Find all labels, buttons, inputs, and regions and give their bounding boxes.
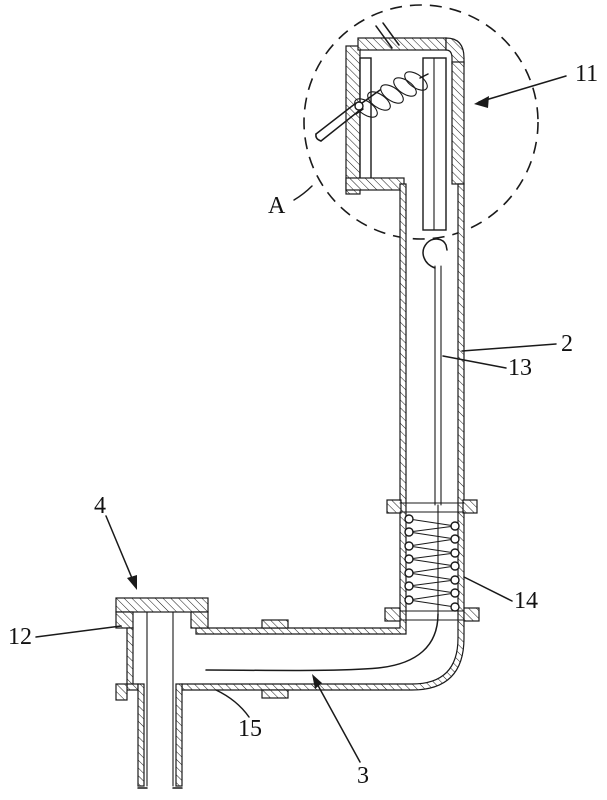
trip-lever [315,89,381,142]
coupling-nub [386,499,402,514]
ref-2: 2 [461,331,573,357]
rod-hook [422,238,448,269]
reference-labels: 11 A 2 13 14 4 12 15 [8,61,598,789]
coupling-nub [462,499,478,514]
pipe-wall-left-top [195,183,407,635]
screw-detail [382,22,400,46]
ref-label-2: 2 [561,331,573,357]
flange-block-left [115,611,134,629]
leader-3 [314,679,361,763]
return-spring [404,514,460,612]
leader-13 [442,355,507,369]
leader-11 [478,75,567,103]
arrowhead-3 [312,674,322,689]
leader-12 [35,625,122,638]
ref-label-12: 12 [8,624,32,650]
ref-14: 14 [463,576,538,614]
overflow-valve-mechanism [315,22,465,231]
arrowhead-4 [127,575,137,590]
ref-label-3: 3 [357,763,369,789]
ref-15: 15 [215,689,262,742]
coupling-nub [463,607,480,622]
leader-4 [105,515,135,584]
detail-circle-A [303,4,539,240]
drain-flange [115,597,209,613]
spring-zigzag [408,518,456,608]
outlet-wall-left [137,683,145,787]
leader-15 [215,689,250,718]
ref-11: 11 [474,61,598,108]
ref-13: 13 [442,355,532,381]
outlet-pipe [137,683,183,789]
housing-right-wall [451,61,465,185]
ref-3: 3 [312,674,369,789]
detail-circle-outline [303,4,539,240]
housing-bottom-flange [345,177,405,191]
housing-top-wall [357,37,447,51]
body-left-wall [126,627,134,687]
pipe-union-bottom [261,689,289,699]
ref-label-11: 11 [575,61,598,87]
housing-corner [445,37,465,65]
drain-fitting [115,597,209,787]
outlet-wall-right [175,683,183,787]
leader-2 [461,343,557,352]
ref-label-15: 15 [238,716,262,742]
drain-cable [205,613,439,672]
valve-spring [354,71,429,118]
flange-block-right [190,611,209,629]
body-foot [115,683,128,701]
trim-plate [359,57,372,183]
ref-12: 12 [8,624,122,650]
leader-14 [463,576,513,602]
lever-pivot [354,101,364,111]
coupling-nub [384,607,401,622]
lift-rod-assembly [205,238,448,672]
body-bottom-wall [126,683,139,691]
ref-label-14: 14 [514,588,538,614]
ref-4: 4 [94,493,137,590]
arrowhead-11 [474,96,489,108]
ref-A: A [268,185,313,219]
ref-label-4: 4 [94,493,106,519]
pipe-wall-right-bottom [181,183,465,691]
screw-detail [375,25,393,49]
leader-A [293,185,313,201]
pipe-union-top [261,619,289,629]
ref-label-13: 13 [508,355,532,381]
ref-label-A: A [268,193,286,219]
